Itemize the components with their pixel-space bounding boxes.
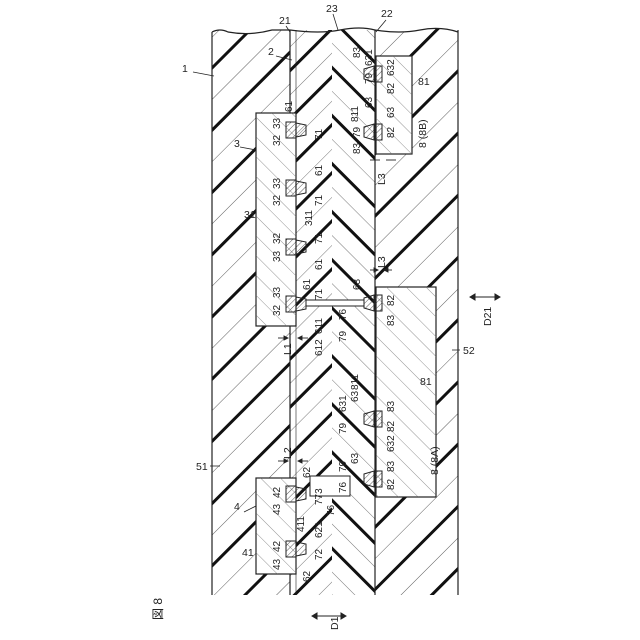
label-63-top-b: 63	[386, 106, 397, 118]
label-811-top: 811	[350, 106, 361, 122]
label-32-b: 32	[272, 194, 283, 206]
label-83-b: 83	[386, 400, 397, 412]
label-chip-41: 41	[242, 547, 254, 559]
label-D1: D1	[329, 616, 341, 630]
label-42-b: 42	[272, 540, 283, 552]
label-21: 21	[279, 15, 291, 27]
label-71-c: 71	[314, 232, 325, 244]
label-32: 32	[272, 134, 283, 146]
label-33-b: 33	[272, 177, 283, 189]
label-71-b: 71	[314, 194, 325, 206]
label-811: 811	[350, 374, 361, 390]
label-61-b: 61	[314, 164, 325, 176]
label-76-c: 76	[326, 504, 337, 516]
label-body-1: 1	[182, 63, 188, 75]
label-23: 23	[326, 3, 338, 15]
label-61-c: 61	[314, 258, 325, 270]
label-82-top-b: 82	[386, 126, 397, 138]
label-L3-b: L3	[376, 256, 388, 268]
label-79-b: 79	[338, 422, 349, 434]
label-62-b: 62	[302, 570, 313, 582]
label-33-d: 33	[272, 286, 283, 298]
label-79-top: 79	[364, 72, 375, 84]
label-82-b: 82	[386, 420, 397, 432]
label-71-d: 71	[314, 288, 325, 300]
label-71: 71	[314, 128, 325, 140]
label-83-top-b: 83	[352, 142, 363, 154]
label-311: 311	[304, 210, 315, 226]
label-63-c: 63	[350, 452, 361, 464]
label-632: 632	[386, 435, 397, 452]
label-chip-8A: 8 (8A)	[429, 446, 441, 475]
chip-8A	[376, 287, 436, 497]
label-63-top: 63	[364, 96, 375, 108]
label-22: 22	[381, 8, 393, 20]
label-81-a: 81	[420, 376, 432, 388]
label-chip-8B: 8 (8B)	[417, 119, 429, 148]
label-chip-3: 3	[234, 138, 240, 150]
label-79-top-b: 79	[352, 126, 363, 138]
label-83-top: 83	[352, 46, 363, 58]
label-32-d: 32	[272, 304, 283, 316]
label-63-b: 63	[350, 390, 361, 402]
label-621: 621	[314, 521, 325, 538]
label-82: 82	[386, 294, 397, 306]
label-32-c: 32	[272, 232, 283, 244]
label-79-c: 79	[338, 460, 349, 472]
label-layer-51: 51	[196, 461, 208, 473]
label-82-c: 82	[386, 478, 397, 490]
label-chip-4: 4	[234, 501, 240, 513]
label-83: 83	[386, 314, 397, 326]
figure-label: 図 8	[151, 598, 165, 620]
label-63: 63	[352, 278, 363, 290]
label-layer-52: 52	[463, 345, 475, 357]
label-33-c: 33	[272, 250, 283, 262]
label-61: 61	[284, 100, 295, 112]
label-631: 631	[338, 395, 349, 412]
label-L3-a: L3	[376, 173, 388, 185]
label-611: 611	[314, 318, 325, 334]
label-D21: D21	[482, 307, 494, 326]
label-79: 79	[338, 330, 349, 342]
label-632-top: 632	[386, 59, 397, 76]
label-chip-31: 31	[244, 209, 256, 221]
label-43-b: 43	[272, 558, 283, 570]
label-61-d: 61	[302, 278, 313, 290]
label-layer-2: 2	[268, 46, 274, 58]
label-76-b: 76	[338, 481, 349, 493]
label-773: 773	[314, 488, 325, 505]
label-42: 42	[272, 486, 283, 498]
label-72: 72	[314, 548, 325, 560]
label-62: 62	[302, 466, 313, 478]
label-82-top: 82	[386, 82, 397, 94]
label-411: 411	[296, 516, 307, 532]
label-33: 33	[272, 117, 283, 129]
label-43: 43	[272, 503, 283, 515]
label-631-top: 631	[364, 49, 375, 66]
label-76: 76	[338, 308, 349, 320]
label-L2: L2	[282, 447, 294, 459]
label-L1: L1	[282, 343, 294, 355]
label-83-c: 83	[386, 460, 397, 472]
label-81-b: 81	[418, 76, 430, 88]
label-612: 612	[314, 339, 325, 356]
